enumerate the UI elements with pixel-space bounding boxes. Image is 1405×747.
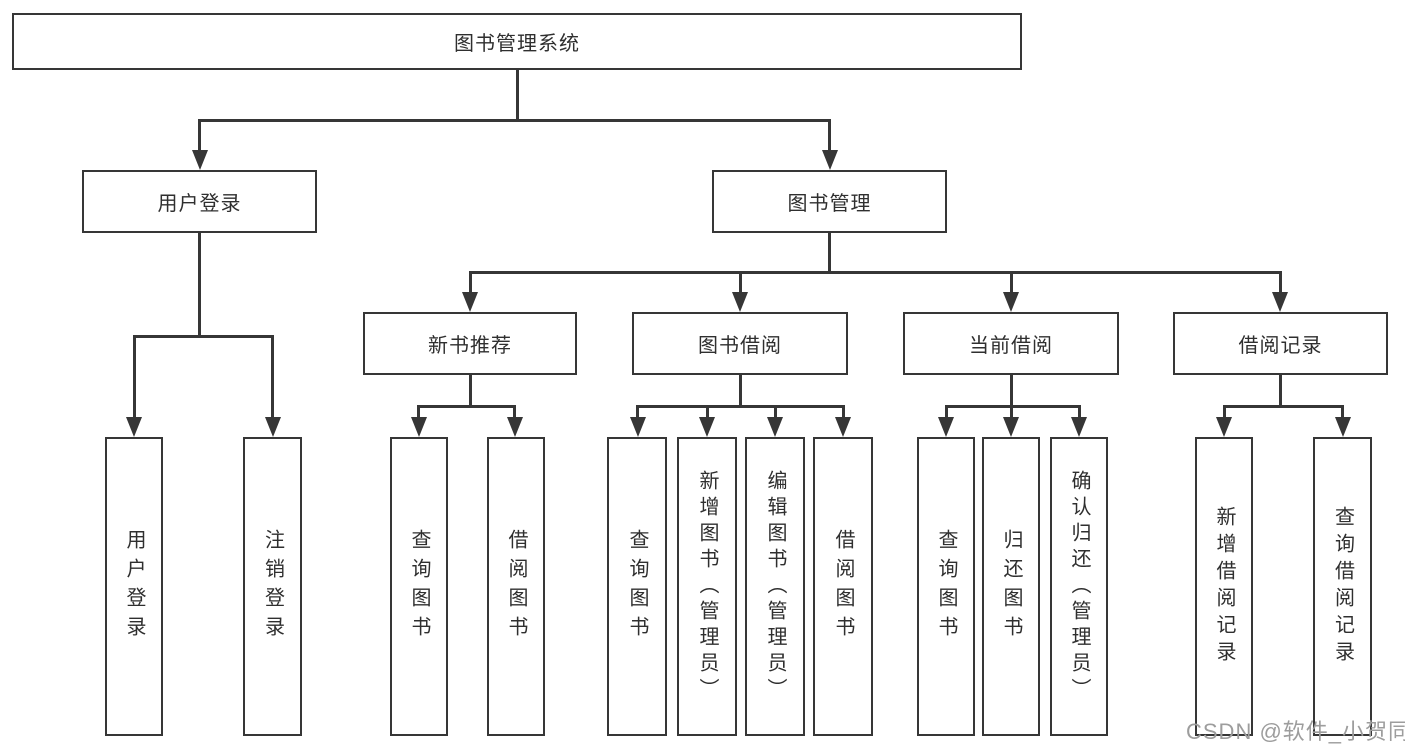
connector-line: [773, 405, 777, 419]
connector-line: [271, 335, 274, 419]
connector-line: [828, 233, 831, 271]
node-label: 编辑图书（管理员）: [764, 469, 786, 704]
connector-line: [841, 405, 845, 419]
leaf-add-borrow-record: 新增借阅记录: [1195, 437, 1253, 736]
leaf-logout: 注销登录: [243, 437, 302, 736]
connector-line: [1222, 405, 1226, 419]
node-label: 新增借阅记录: [1213, 505, 1235, 668]
connector-line: [468, 375, 472, 405]
arrow-down-icon: [699, 417, 715, 437]
connector-line: [198, 119, 201, 152]
node-label: 图书借阅: [698, 335, 782, 357]
arrow-down-icon: [835, 417, 851, 437]
node-book-management: 图书管理: [712, 170, 947, 233]
node-label: 用户登录: [157, 193, 242, 215]
leaf-query-book-borrow: 查询图书: [607, 437, 667, 736]
arrow-down-icon: [732, 292, 748, 312]
leaf-query-book-recommend: 查询图书: [390, 437, 448, 736]
connector-line: [468, 271, 1282, 274]
node-label: 确认归还（管理员）: [1068, 469, 1090, 704]
arrow-down-icon: [191, 150, 208, 170]
connector-line: [636, 405, 639, 419]
node-label: 查询图书: [626, 528, 648, 645]
node-current-borrow: 当前借阅: [903, 312, 1119, 375]
connector-line: [636, 405, 845, 408]
connector-line: [1009, 375, 1013, 405]
node-label: 当前借阅: [969, 335, 1053, 357]
connector-line: [198, 119, 831, 122]
node-label: 图书管理系统: [454, 33, 580, 55]
node-label: 查询图书: [408, 528, 430, 645]
node-label: 用户登录: [123, 528, 145, 645]
arrow-down-icon: [1216, 417, 1232, 437]
leaf-confirm-return-admin: 确认归还（管理员）: [1050, 437, 1108, 736]
connector-line: [515, 69, 519, 119]
connector-line: [828, 119, 831, 152]
connector-line: [417, 405, 516, 408]
node-label: 注销登录: [261, 528, 284, 645]
leaf-user-login: 用户登录: [105, 437, 163, 736]
node-label: 查询图书: [935, 528, 957, 645]
arrow-down-icon: [1003, 292, 1019, 312]
leaf-query-borrow-record: 查询借阅记录: [1313, 437, 1372, 736]
node-label: 借阅图书: [832, 528, 854, 645]
node-label: 归还图书: [1000, 528, 1022, 645]
arrow-down-icon: [410, 417, 427, 437]
arrow-down-icon: [938, 417, 954, 437]
node-label: 新增图书（管理员）: [696, 469, 718, 704]
connector-line: [132, 335, 274, 338]
connector-line: [1077, 405, 1081, 419]
arrow-down-icon: [506, 417, 523, 437]
node-new-book-recommend: 新书推荐: [363, 312, 577, 375]
connector-line: [738, 375, 742, 405]
leaf-query-book-current: 查询图书: [917, 437, 975, 736]
connector-line: [513, 405, 516, 419]
node-borrow-records: 借阅记录: [1173, 312, 1388, 375]
connector-line: [1278, 271, 1282, 295]
node-label: 借阅图书: [505, 528, 527, 645]
connector-line: [705, 405, 709, 419]
node-root-system: 图书管理系统: [12, 13, 1022, 70]
node-label: 新书推荐: [428, 335, 512, 357]
connector-line: [1009, 271, 1013, 295]
arrow-down-icon: [1272, 292, 1288, 312]
node-label: 查询借阅记录: [1331, 505, 1354, 668]
connector-line: [198, 233, 201, 335]
arrow-down-icon: [462, 292, 478, 312]
connector-line: [944, 405, 948, 419]
arrow-down-icon: [1003, 417, 1019, 437]
connector-line: [1009, 405, 1013, 419]
leaf-return-book: 归还图书: [982, 437, 1040, 736]
connector-line: [1222, 405, 1344, 408]
csdn-watermark: CSDN @软件_小贺同学: [1186, 719, 1405, 744]
leaf-borrow-book: 借阅图书: [813, 437, 873, 736]
leaf-edit-book-admin: 编辑图书（管理员）: [745, 437, 805, 736]
node-label: 借阅记录: [1238, 335, 1323, 357]
arrow-down-icon: [264, 417, 281, 437]
node-user-login: 用户登录: [82, 170, 317, 233]
leaf-borrow-book-recommend: 借阅图书: [487, 437, 545, 736]
node-label: 图书管理: [787, 193, 872, 215]
connector-line: [468, 271, 472, 295]
connector-line: [1278, 375, 1282, 405]
connector-line: [132, 335, 136, 419]
arrow-down-icon: [1334, 417, 1351, 437]
connector-line: [417, 405, 420, 419]
arrow-down-icon: [629, 417, 646, 437]
node-book-borrow: 图书借阅: [632, 312, 848, 375]
arrow-down-icon: [126, 417, 142, 437]
arrow-down-icon: [1071, 417, 1087, 437]
connector-line: [1341, 405, 1344, 419]
leaf-add-book-admin: 新增图书（管理员）: [677, 437, 737, 736]
arrow-down-icon: [821, 150, 838, 170]
connector-line: [738, 271, 742, 295]
arrow-down-icon: [767, 417, 783, 437]
